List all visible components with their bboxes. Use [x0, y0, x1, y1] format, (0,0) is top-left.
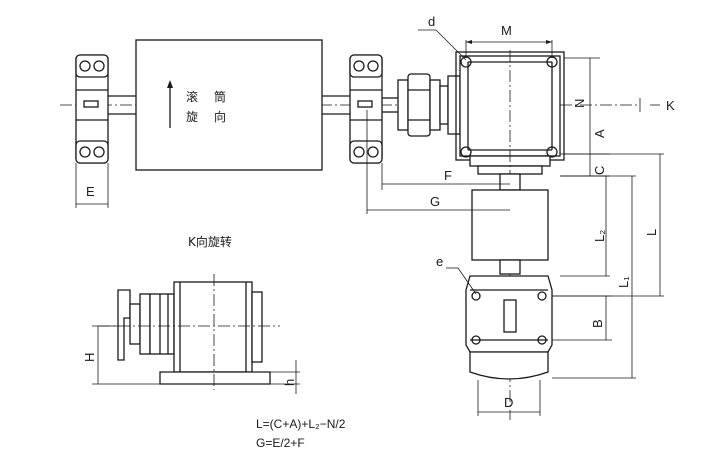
label-E: E — [86, 184, 95, 199]
label-M: M — [501, 23, 512, 38]
dim-L1: L₁ — [552, 175, 636, 379]
drum-text-1b: 筒 — [214, 89, 226, 104]
label-d: d — [428, 14, 435, 29]
drum-text-2b: 向 — [214, 109, 226, 124]
label-A: A — [592, 129, 607, 138]
dim-M: M — [465, 23, 553, 58]
drum-text-2a: 旋 — [186, 110, 198, 124]
k-view-marker: K — [639, 98, 675, 113]
dim-B: B — [552, 295, 612, 341]
formula-G: G=E/2+F — [256, 436, 305, 450]
dim-L: L — [552, 153, 664, 297]
label-L1: L₁ — [616, 276, 631, 288]
right-bearing — [349, 54, 383, 164]
label-h: h — [282, 379, 297, 386]
label-C: C — [592, 166, 607, 175]
left-bearing — [75, 54, 109, 164]
label-H: H — [82, 353, 97, 362]
dim-F: F — [381, 163, 510, 190]
dim-D: D — [477, 380, 541, 416]
dim-NAC: N A C — [564, 57, 610, 177]
dim-d: d — [418, 14, 467, 61]
dim-E: E — [75, 163, 109, 208]
drum-text-1a: 滚 — [186, 89, 198, 104]
label-L: L — [644, 229, 659, 236]
label-F: F — [444, 168, 452, 183]
dim-G: G — [366, 110, 510, 214]
label-N: N — [572, 99, 587, 108]
dim-h: h — [270, 360, 300, 394]
k-view-title: K向旋转 — [188, 234, 232, 249]
label-K: K — [666, 98, 675, 113]
dim-L2: L₂ — [560, 175, 610, 277]
drum: 滚 筒 旋 向 — [135, 39, 323, 171]
lower-coupling — [471, 189, 549, 275]
coupling — [397, 73, 461, 137]
motor — [465, 275, 553, 380]
formula-L: L=(C+A)+L₂−N/2 — [256, 417, 346, 431]
label-B: B — [590, 319, 605, 328]
dim-H: H — [82, 325, 160, 385]
label-D: D — [504, 395, 513, 410]
k-view-drawing — [98, 274, 280, 390]
dim-e: e — [436, 254, 477, 295]
label-G: G — [430, 194, 440, 209]
label-L2: L₂ — [592, 230, 607, 242]
label-e: e — [436, 254, 443, 269]
